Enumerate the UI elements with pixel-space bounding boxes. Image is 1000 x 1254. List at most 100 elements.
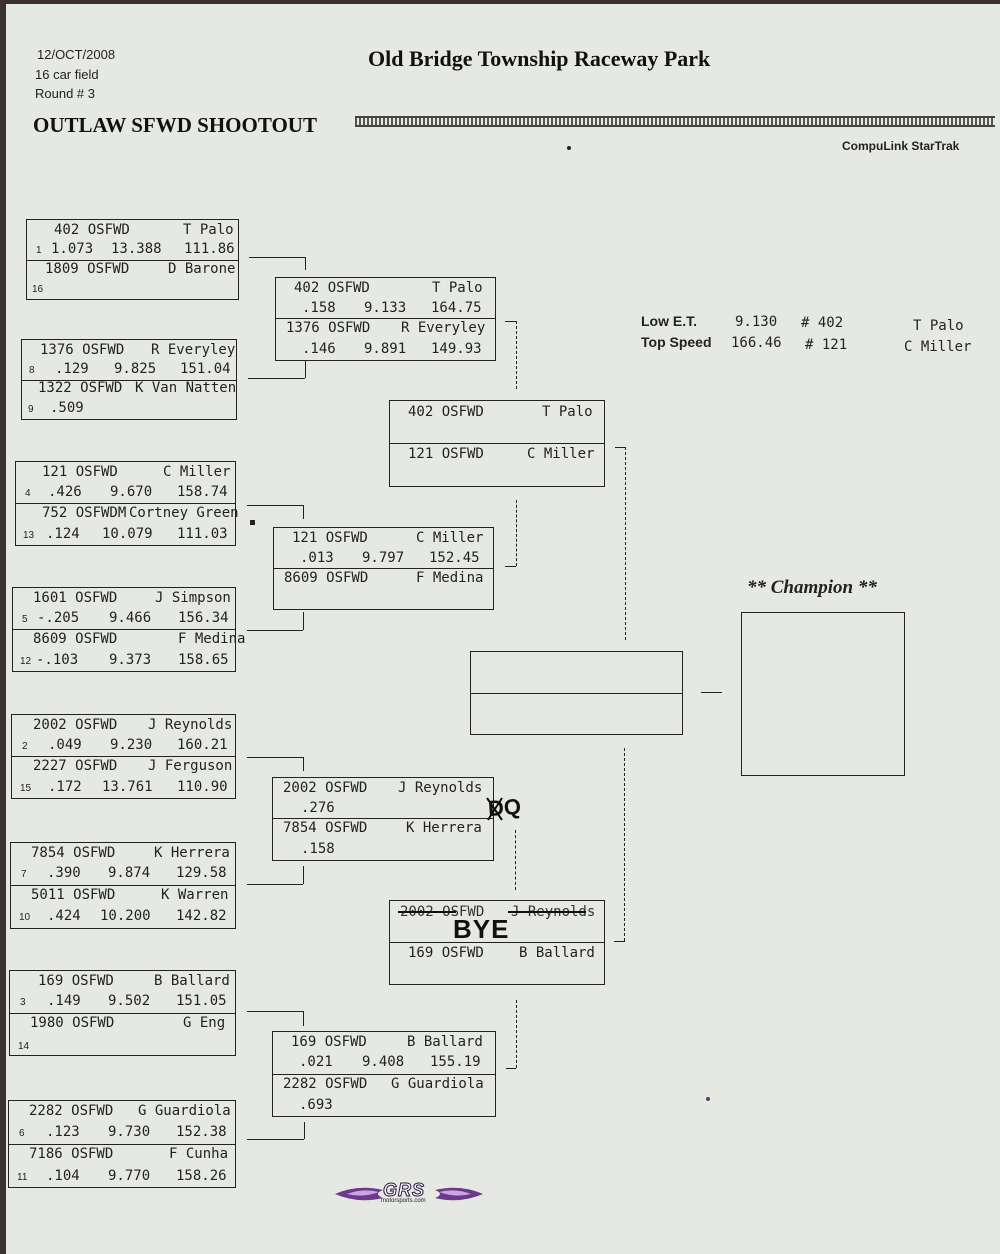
- lane-divider: [274, 568, 493, 569]
- connector: [625, 447, 626, 640]
- round-number: Round # 3: [35, 86, 95, 101]
- car-number: 7854 OSFWD: [31, 845, 116, 861]
- bye-mark: BYE: [453, 914, 510, 944]
- connector: [247, 1139, 304, 1140]
- low-et-label: Low E.T.: [641, 313, 697, 329]
- car-number: 169 OSFWD: [291, 1034, 367, 1050]
- connector: [247, 630, 303, 631]
- speed-mph: 160.21: [177, 737, 228, 753]
- grs-logo: GRS motorsports.com: [333, 1180, 485, 1208]
- connector: [505, 566, 516, 567]
- seed-number: 2: [22, 741, 28, 752]
- lane-divider: [390, 443, 604, 444]
- connector: [516, 500, 517, 566]
- connector: [515, 830, 516, 890]
- reaction-time: .509: [50, 400, 84, 416]
- elapsed-time: 9.891: [364, 341, 407, 357]
- speed-mph: 155.19: [430, 1054, 481, 1070]
- lane-divider: [471, 693, 682, 694]
- lane-divider: [11, 885, 235, 886]
- speed-mph: 142.82: [176, 908, 227, 924]
- car-number: 1980 OSFWD: [30, 1015, 115, 1031]
- driver-name: F Cunha: [169, 1146, 229, 1162]
- car-number: 8609 OSFWD: [33, 631, 118, 647]
- reaction-time: .124: [46, 526, 80, 542]
- lane-divider: [13, 629, 235, 630]
- seed-number: 11: [17, 1172, 28, 1183]
- lane-divider: [12, 756, 235, 757]
- car-number: 8609 OSFWD: [284, 570, 369, 586]
- elapsed-time: 9.730: [108, 1124, 151, 1140]
- elapsed-time: 9.133: [364, 300, 407, 316]
- seed-number: 3: [20, 997, 26, 1008]
- car-number: 1809 OSFWD: [45, 261, 130, 277]
- car-number: 169 OSFWD: [38, 973, 114, 989]
- elapsed-time: 10.200: [100, 908, 151, 924]
- car-number: 752 OSFWDM: [42, 505, 127, 521]
- seed-number: 9: [28, 404, 34, 415]
- reaction-time: .149: [47, 993, 81, 1009]
- connector: [505, 321, 516, 322]
- field-size: 16 car field: [35, 67, 99, 82]
- driver-name: R Everyley: [151, 342, 236, 358]
- driver-name: B Ballard: [407, 1034, 483, 1050]
- connector: [305, 360, 306, 378]
- connector: [247, 1011, 303, 1012]
- car-number: 2227 OSFWD: [33, 758, 118, 774]
- seed-number: 5: [22, 614, 28, 625]
- driver-name: K Herrera: [154, 845, 230, 861]
- connector: [305, 257, 306, 270]
- reaction-time: .158: [302, 300, 336, 316]
- reaction-time: .172: [48, 779, 82, 795]
- lane-divider: [9, 1144, 235, 1145]
- car-number: 121 OSFWD: [292, 530, 368, 546]
- lane-divider: [390, 942, 604, 943]
- connector: [249, 257, 305, 258]
- lane-divider: [22, 380, 236, 381]
- car-number: 402 OSFWD: [54, 222, 130, 238]
- dq-scribble: [486, 797, 503, 821]
- speed-mph: 152.38: [176, 1124, 227, 1140]
- car-number: 2002 OSFWD: [283, 780, 368, 796]
- logo-text: GRS: [382, 1180, 426, 1201]
- logo-subtext: motorsports.com: [381, 1198, 426, 1204]
- speed-mph: 110.90: [177, 779, 228, 795]
- flame-graphic: [335, 1187, 483, 1201]
- car-number: 5011 OSFWD: [31, 887, 116, 903]
- seed-number: 13: [23, 530, 35, 541]
- driver-name: K Warren: [161, 887, 229, 903]
- seed-number: 1: [36, 245, 42, 256]
- seed-number: 4: [25, 488, 31, 499]
- car-number: 7854 OSFWD: [283, 820, 368, 836]
- driver-name: F Medina: [416, 570, 484, 586]
- driver-name: B Ballard: [154, 973, 230, 989]
- driver-name: G Guardiola: [138, 1103, 231, 1119]
- driver-name: C Miller: [416, 530, 484, 546]
- seed-number: 6: [19, 1128, 25, 1139]
- elapsed-time: 9.230: [110, 737, 153, 753]
- elapsed-time: 9.373: [109, 652, 152, 668]
- speed-mph: 151.05: [176, 993, 227, 1009]
- reaction-time: .129: [55, 361, 89, 377]
- elapsed-time: 13.388: [111, 241, 162, 257]
- lane-divider: [16, 503, 235, 504]
- reaction-time: .424: [47, 908, 81, 924]
- car-number: 7186 OSFWD: [29, 1146, 114, 1162]
- seed-number: 7: [21, 869, 27, 880]
- paper-speck: [706, 1097, 710, 1101]
- lane-divider: [10, 1013, 235, 1014]
- seed-number: 15: [20, 783, 32, 794]
- reaction-time: .049: [48, 737, 82, 753]
- driver-name: C Miller: [163, 464, 231, 480]
- reaction-time: .276: [301, 800, 335, 816]
- elapsed-time: 9.797: [362, 550, 405, 566]
- seed-number: 12: [20, 656, 32, 667]
- speed-mph: 158.26: [176, 1168, 227, 1184]
- elapsed-time: 9.408: [362, 1054, 405, 1070]
- connector: [701, 692, 722, 693]
- seed-number: 14: [18, 1041, 30, 1052]
- driver-name: Cortney Green: [129, 505, 239, 521]
